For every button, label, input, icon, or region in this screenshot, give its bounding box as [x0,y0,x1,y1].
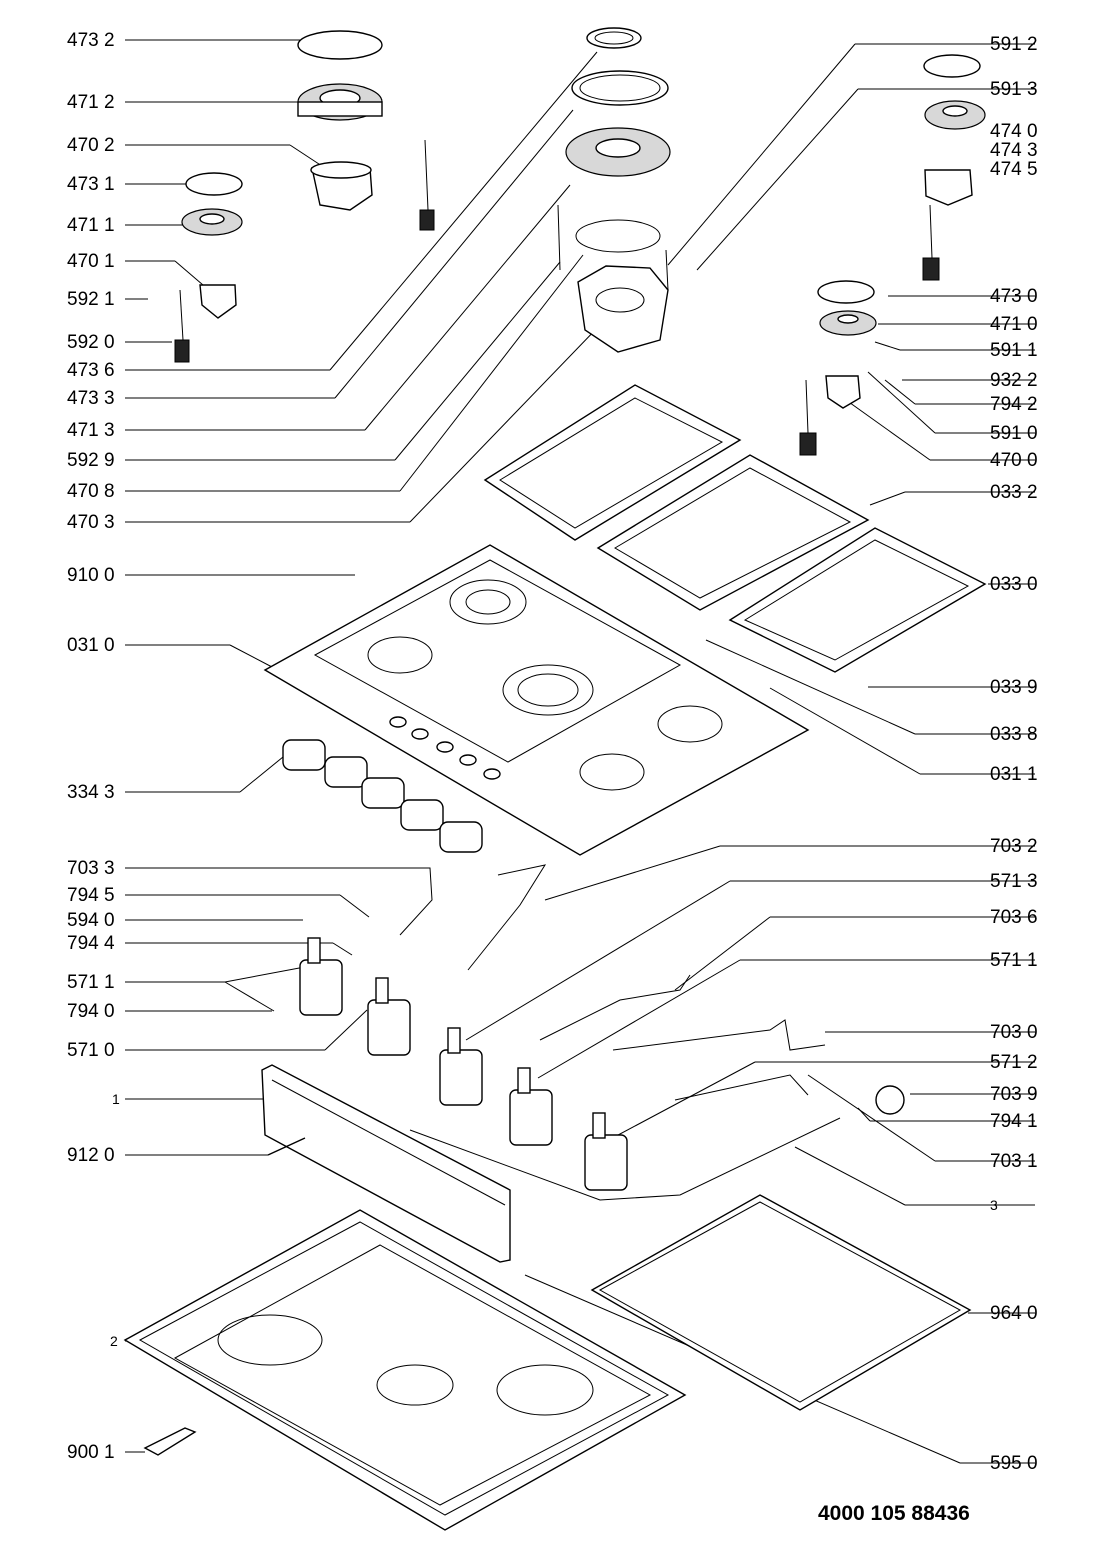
label-794-0: 794 0 [67,1001,115,1022]
label-471-3: 471 3 [67,420,115,441]
label-594-0: 594 0 [67,910,115,931]
label-033-8: 033 8 [990,724,1038,745]
label-703-9: 703 9 [990,1084,1038,1105]
label-473-6: 473 6 [67,360,115,381]
label-571-0: 571 0 [67,1040,115,1061]
pan-supports [483,384,987,673]
label-703-1: 703 1 [990,1151,1038,1172]
label-703-2: 703 2 [990,836,1038,857]
base-tray [123,1209,687,1531]
label-571-2: 571 2 [990,1052,1038,1073]
label-591-3: 591 3 [990,79,1038,100]
label-794-5: 794 5 [67,885,115,906]
label-571-3: 571 3 [990,871,1038,892]
label-591-0: 591 0 [990,423,1038,444]
label-932-2: 932 2 [990,370,1038,391]
mounting-rail [261,1064,511,1263]
label-033-0: 033 0 [990,574,1038,595]
label-900-1: 900 1 [67,1442,115,1463]
gasket-964 [590,1194,972,1411]
label-470-0: 470 0 [990,450,1038,471]
label-703-3: 703 3 [67,858,115,879]
label-471-1: 471 1 [67,215,115,236]
label-474-5: 474 5 [990,159,1038,180]
label-470-8: 470 8 [67,481,115,502]
label-033-2: 033 2 [990,482,1038,503]
label-964-0: 964 0 [990,1303,1038,1324]
label-910-0: 910 0 [67,565,115,586]
label-595-0: 595 0 [990,1453,1038,1474]
label-470-3: 470 3 [67,512,115,533]
label-1: 1 [112,1091,120,1107]
label-703-0: 703 0 [990,1022,1038,1043]
label-571-1-left: 571 1 [67,972,115,993]
label-591-2: 591 2 [990,34,1038,55]
label-591-1: 591 1 [990,340,1038,361]
label-794-4: 794 4 [67,933,115,954]
label-031-0: 031 0 [67,635,115,656]
label-474-0: 474 0 [990,121,1038,142]
gas-taps-and-pipes [299,864,905,1201]
control-knobs [282,739,483,853]
label-592-9: 592 9 [67,450,115,471]
label-473-2: 473 2 [67,30,115,51]
label-033-9: 033 9 [990,677,1038,698]
label-794-2: 794 2 [990,394,1038,415]
burner-bodies [199,161,973,409]
label-592-1: 592 1 [67,289,115,310]
label-334-3: 334 3 [67,782,115,803]
label-592-0: 592 0 [67,332,115,353]
hob-top-plate [263,544,810,856]
label-2: 2 [110,1333,118,1349]
screw-912 [267,1137,306,1156]
label-470-1: 470 1 [67,251,115,272]
leader-lines [125,39,1035,1464]
burner-crowns [181,83,986,336]
label-473-0: 473 0 [990,286,1038,307]
label-471-0: 471 0 [990,314,1038,335]
label-794-1: 794 1 [990,1111,1038,1132]
label-471-2: 471 2 [67,92,115,113]
label-031-1: 031 1 [990,764,1038,785]
label-470-2: 470 2 [67,135,115,156]
burner-caps [185,27,981,304]
label-473-1: 473 1 [67,174,115,195]
thermocouples-and-igniters [174,139,940,456]
label-703-6: 703 6 [990,907,1038,928]
clamp-900 [143,1427,197,1456]
document-number: 4000 105 88436 [818,1502,970,1525]
label-912-0: 912 0 [67,1145,115,1166]
label-474-3: 474 3 [990,140,1038,161]
label-571-1-right: 571 1 [990,950,1038,971]
knob-holes [389,716,501,780]
label-473-3: 473 3 [67,388,115,409]
label-3: 3 [990,1197,998,1213]
